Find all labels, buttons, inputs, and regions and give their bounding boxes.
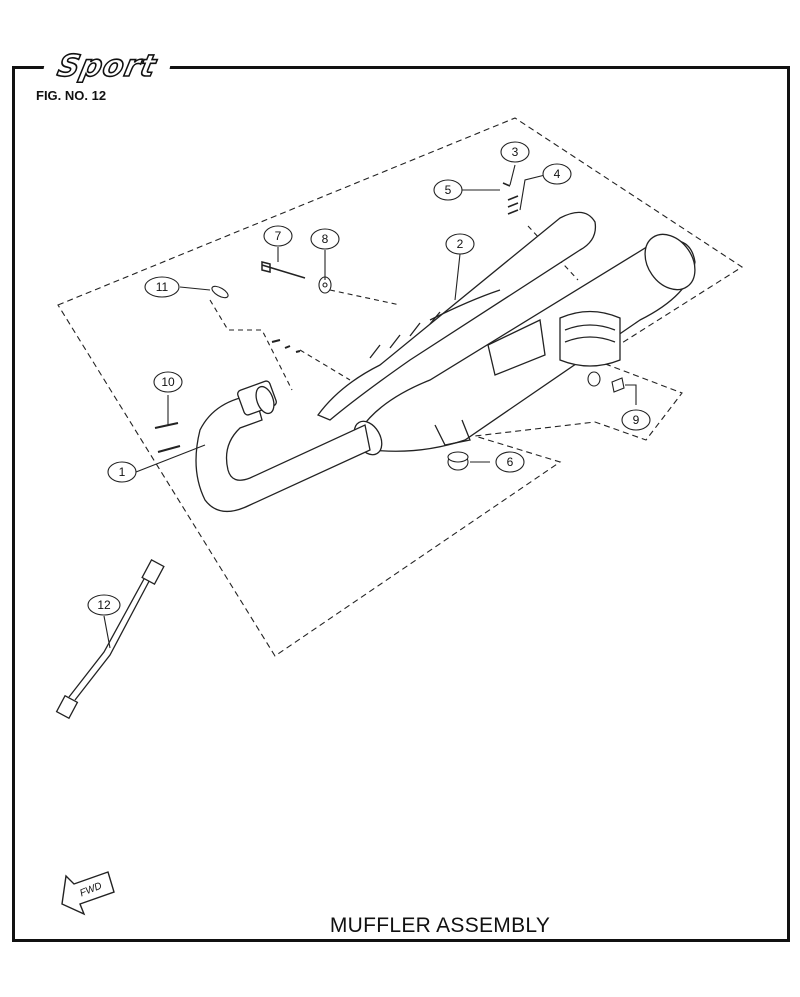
- callout-4: 4: [554, 167, 561, 181]
- heat-shield: [316, 211, 597, 421]
- callout-leaders: [103, 164, 637, 649]
- assembly-boundary: [57, 117, 744, 657]
- callout-12: 12: [97, 598, 111, 612]
- muffler-body: [353, 233, 696, 456]
- callout-8: 8: [322, 232, 329, 246]
- assembly-title: MUFFLER ASSEMBLY: [329, 914, 551, 937]
- callout-10: 10: [161, 375, 175, 389]
- callout-9: 9: [633, 413, 640, 427]
- diagram-frame: [12, 66, 790, 942]
- callout-3: 3: [512, 145, 519, 159]
- callout-1: 1: [119, 465, 126, 479]
- callout-6: 6: [507, 455, 514, 469]
- callout-2: 2: [457, 237, 464, 251]
- fwd-arrow: [61, 871, 115, 916]
- callout-7: 7: [275, 229, 282, 243]
- callout-5: 5: [445, 183, 452, 197]
- callout-11: 11: [156, 280, 169, 294]
- exhaust-pipe: [195, 380, 371, 512]
- callout-circles: [87, 141, 651, 616]
- oxygen-sensor: [55, 559, 165, 720]
- figure-label: FIG. NO. 12: [36, 88, 107, 103]
- hardware-parts: [154, 182, 625, 471]
